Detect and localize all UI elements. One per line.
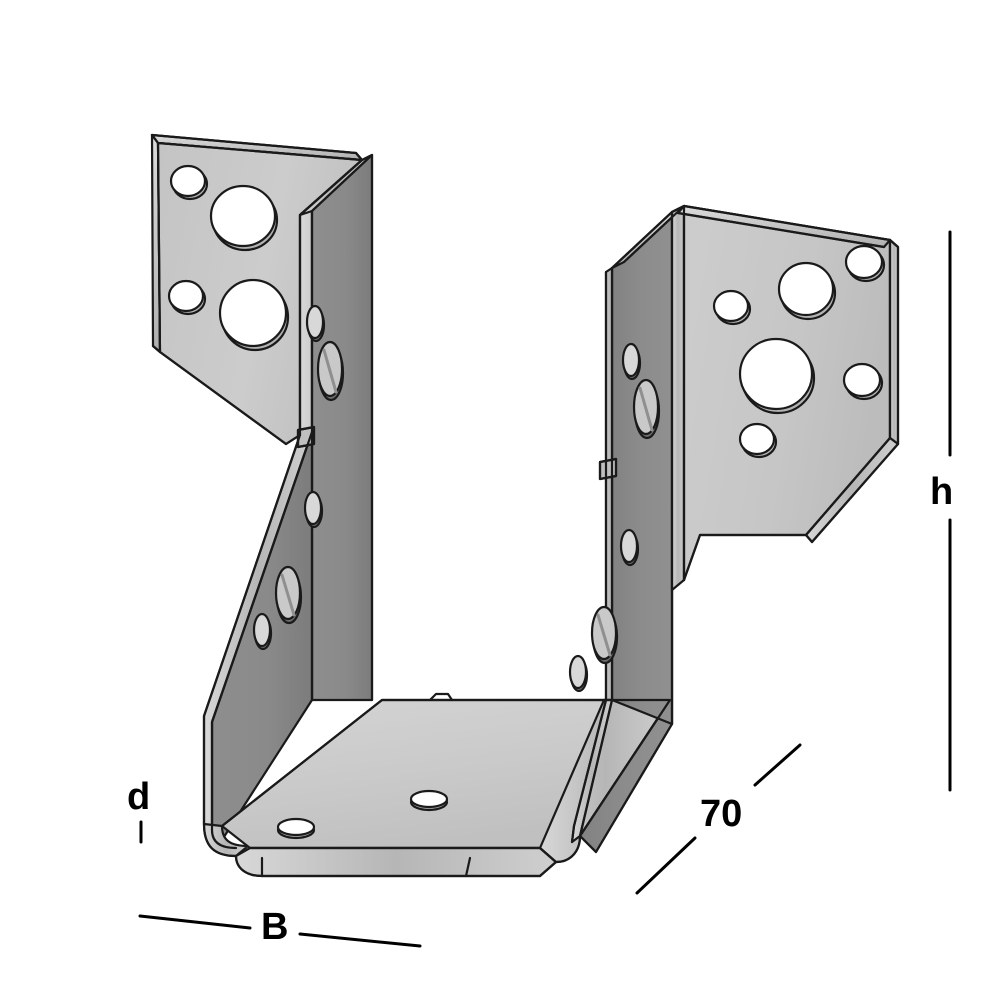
hole-oval-slot <box>316 340 345 402</box>
left-flange-outline <box>150 133 374 702</box>
hole-small-round <box>712 289 752 326</box>
hole-large-round <box>209 184 279 252</box>
hole-oval <box>252 612 273 651</box>
dimension-label-d: d <box>127 776 151 818</box>
left-bend-outline <box>202 822 238 858</box>
hole-ellipse-flat <box>276 817 316 840</box>
hole-small-round <box>842 362 884 401</box>
left-flange-holes <box>167 164 290 352</box>
right-flange-outline <box>676 204 900 582</box>
dimension-label-h: h <box>930 471 954 513</box>
hole-small-round <box>738 422 778 459</box>
hole-oval <box>305 304 326 343</box>
hole-oval <box>621 342 642 381</box>
right-web-holes <box>568 342 661 693</box>
hole-large-round <box>218 278 290 352</box>
dim-B-leader-left <box>138 914 252 930</box>
hole-oval <box>619 528 640 567</box>
left-fold-jog-outline <box>296 425 316 449</box>
hole-small-round <box>167 279 207 316</box>
right-flange-crease-band <box>670 204 686 592</box>
hole-oval <box>303 490 324 529</box>
base-lip-seam-right <box>464 856 472 878</box>
dim-70-leader-lower <box>635 836 697 895</box>
right-web-panel <box>610 210 674 726</box>
hole-small-round <box>844 244 886 283</box>
left-web-panel <box>310 153 374 702</box>
hole-small-round <box>169 164 209 201</box>
hole-oval <box>568 654 589 693</box>
dim-B-leader-right <box>298 932 422 948</box>
dimension-label-B: B <box>261 906 289 948</box>
hole-oval-slot <box>274 565 303 625</box>
left-web-holes <box>252 304 345 651</box>
base-outline <box>220 698 672 878</box>
hole-oval-slot <box>632 378 661 440</box>
dimension-lines <box>138 230 952 948</box>
bracket-body <box>150 133 900 878</box>
hole-large-round <box>738 337 816 415</box>
right-flange-right-edge-band <box>888 238 900 446</box>
base-back-notch <box>428 692 454 702</box>
hole-large-round <box>777 261 837 321</box>
right-fold-jog-outline <box>598 457 618 481</box>
base-front-lip <box>234 846 558 878</box>
dim-70-leader-upper <box>753 743 802 787</box>
right-flange-holes <box>712 244 886 459</box>
right-web-outline <box>570 204 686 854</box>
hole-ellipse-flat <box>409 789 449 812</box>
base-plate-holes <box>276 789 449 840</box>
dimension-label-depth: 70 <box>700 793 743 835</box>
hole-oval-slot <box>590 605 619 665</box>
